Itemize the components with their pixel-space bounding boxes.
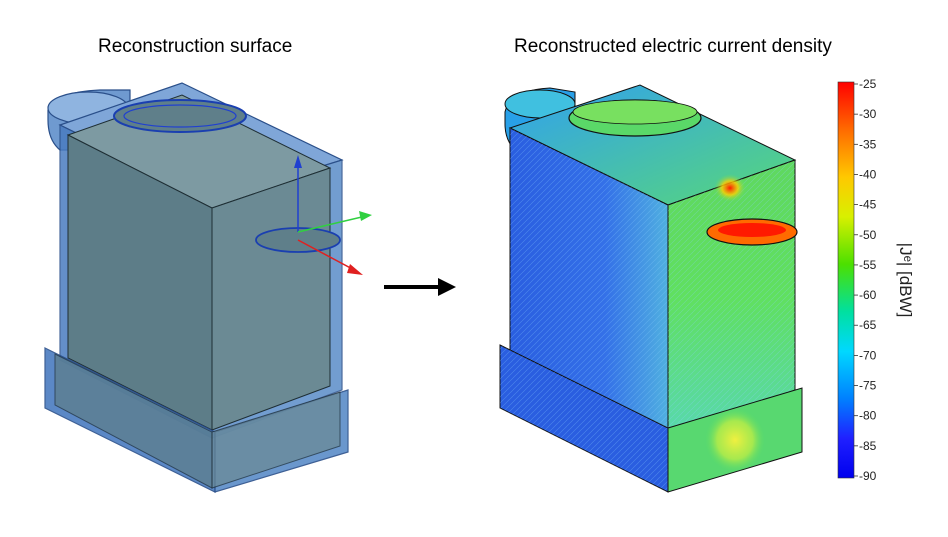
colorbar-tick-label: -75 xyxy=(859,379,877,393)
colorbar-gradient xyxy=(837,81,855,479)
surface-top-aperture-inner xyxy=(123,104,237,128)
colorbar-ticks: -25 -30 -35 -40 -45 -50 -55 -60 -65 -70 -75 -80 -85 -… xyxy=(854,77,877,483)
axis-x-arrow-icon xyxy=(347,264,363,275)
surface-top-aperture xyxy=(113,99,247,133)
axis-z-arrow-icon xyxy=(294,155,302,168)
left-title: Reconstruction surface xyxy=(98,36,293,57)
box-right xyxy=(211,167,331,431)
colorbar-tick-label: -35 xyxy=(859,137,877,151)
colorbar-tick-label: -25 xyxy=(859,77,877,91)
reconstruction-surface-model xyxy=(44,82,372,493)
colorbar-label: |Jᵉ| [dBW] xyxy=(896,243,915,318)
colorbar-tick-label: -60 xyxy=(859,288,877,302)
current-density-model xyxy=(499,84,803,493)
current-hotspot-top xyxy=(714,174,746,202)
colorbar-tick-label: -70 xyxy=(859,348,877,362)
colorbar-tick-label: -45 xyxy=(859,198,877,212)
colorbar-tick-label: -80 xyxy=(859,409,877,423)
colorbar-tick-label: -40 xyxy=(859,167,877,181)
colorbar-tick-label: -50 xyxy=(859,228,877,242)
colorbar-tick-label: -55 xyxy=(859,258,877,272)
right-title: Reconstructed electric current density xyxy=(514,36,832,57)
axis-y-arrow-icon xyxy=(359,211,372,221)
colorbar: -25 -30 -35 -40 -45 -50 -55 -60 -65 -70 -75 -80 -85 -… xyxy=(837,77,915,483)
right-arrow-icon xyxy=(384,278,456,296)
current-hotspot-base xyxy=(705,408,765,472)
colorbar-tick-label: -65 xyxy=(859,318,877,332)
axis-y-line xyxy=(297,215,367,233)
box-base-right xyxy=(211,391,341,489)
axis-x-line xyxy=(297,239,359,273)
colorbar-tick-label: -90 xyxy=(859,469,877,483)
colorbar-tick-label: -85 xyxy=(859,439,877,453)
colorbar-tick-label: -30 xyxy=(859,107,877,121)
